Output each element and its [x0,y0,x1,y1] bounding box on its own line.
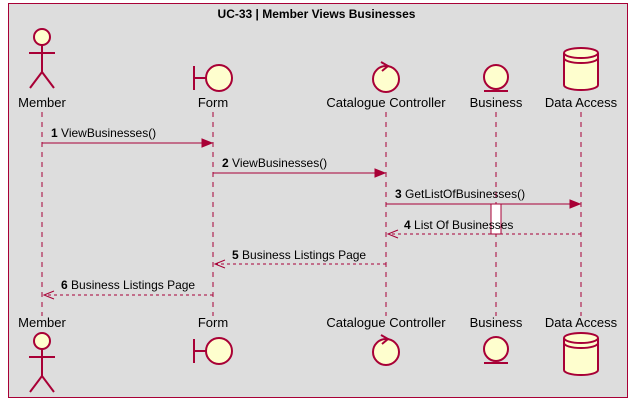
participant-label-form: Form [197,95,229,110]
message-text: ViewBusinesses() [61,126,157,140]
message-number: 4 [404,218,411,232]
participant-label-member: Member [18,315,66,330]
message-1-label: 1 ViewBusinesses() [51,126,156,140]
message-text: GetListOfBusinesses() [405,187,526,201]
boundary-icon [193,64,233,92]
message-number: 5 [232,248,239,262]
participant-label-catalogue-controller: Catalogue Controller [326,315,446,330]
control-icon [372,61,400,93]
participant-label-member: Member [18,95,66,110]
message-3-label: 3 GetListOfBusinesses() [395,187,525,201]
message-text: ViewBusinesses() [232,156,328,170]
database-icon [563,47,599,91]
message-5-label: 5 Business Listings Page [232,248,366,262]
message-number: 3 [395,187,402,201]
actor-icon [29,332,55,393]
message-text: Business Listings Page [71,278,196,292]
diagram-title: UC-33 | Member Views Businesses [217,7,416,21]
database-icon [563,332,599,376]
boundary-icon [193,337,233,365]
participant-label-data-access: Data Access [544,315,618,330]
message-number: 2 [222,156,229,170]
control-icon [372,334,400,366]
participant-label-form: Form [197,315,229,330]
diagram-frame [8,3,628,398]
message-number: 6 [61,278,68,292]
message-4-label: 4 List Of Businesses [404,218,513,232]
lifelines [41,112,582,316]
actor-icon [29,28,55,89]
message-6-label: 6 Business Listings Page [61,278,195,292]
entity-icon [483,336,509,364]
participant-label-business: Business [469,95,523,110]
message-text: List Of Businesses [414,218,514,232]
participant-label-business: Business [469,315,523,330]
message-text: Business Listings Page [242,248,367,262]
message-2-label: 2 ViewBusinesses() [222,156,327,170]
message-number: 1 [51,126,58,140]
participant-label-catalogue-controller: Catalogue Controller [326,95,446,110]
entity-icon [483,64,509,92]
participant-label-data-access: Data Access [544,95,618,110]
